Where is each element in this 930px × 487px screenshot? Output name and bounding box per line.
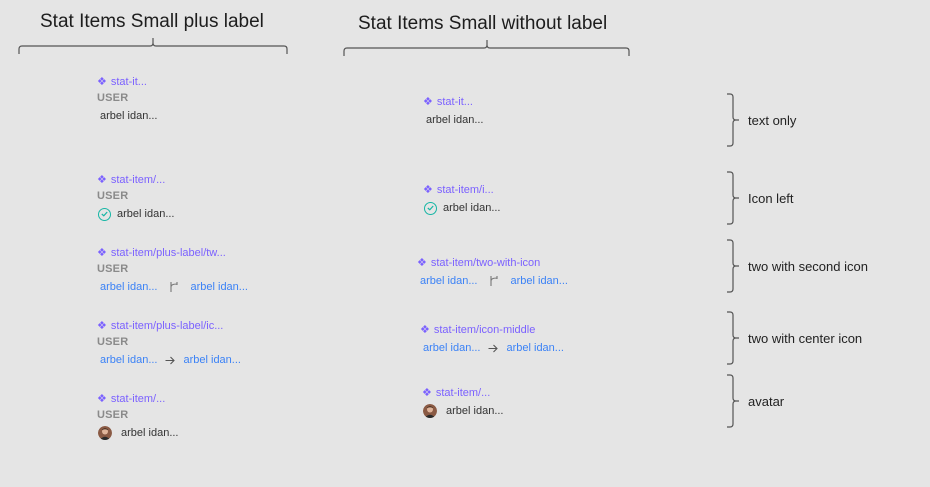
row-brace-two-with-center-icon: [727, 311, 739, 365]
stat-value-2[interactable]: arbel idan...: [510, 275, 568, 287]
stat-value: arbel idan...: [121, 427, 179, 439]
header-brace-left: [18, 38, 288, 54]
header-without-label: Stat Items Small without label: [358, 13, 608, 34]
row-brace-icon-left: [727, 171, 739, 225]
right-stat-item-two-with-icon[interactable]: ❖stat-item/two-with-icon arbel idan... a…: [417, 256, 568, 289]
row-brace-text-only: [727, 93, 739, 147]
row-brace-two-with-second-icon: [727, 239, 739, 293]
stat-value-1[interactable]: arbel idan...: [100, 354, 158, 366]
stat-value-1[interactable]: arbel idan...: [100, 281, 158, 293]
stat-label: USER: [97, 409, 129, 421]
component-icon: ❖: [97, 173, 107, 186]
avatar: [423, 404, 437, 418]
component-name: ❖stat-item/...: [97, 392, 166, 405]
row-label-text-only: text only: [748, 113, 797, 128]
arrow-right-icon: [486, 344, 500, 353]
arrow-right-icon: [163, 356, 177, 365]
component-name: ❖stat-item/...: [97, 173, 166, 186]
stat-value: arbel idan...: [426, 114, 484, 126]
left-stat-item-two-with-icon[interactable]: ❖stat-item/plus-label/tw... USER arbel i…: [97, 246, 248, 295]
right-stat-item-text-only[interactable]: ❖stat-it... arbel idan...: [423, 95, 483, 128]
component-icon: ❖: [417, 256, 427, 269]
component-name: ❖stat-item/plus-label/tw...: [97, 246, 226, 259]
row-brace-avatar: [727, 374, 739, 428]
stat-value: arbel idan...: [100, 110, 158, 122]
left-stat-item-avatar[interactable]: ❖stat-item/... USER arbel idan...: [97, 392, 178, 441]
component-icon: ❖: [97, 75, 107, 88]
stat-value: arbel idan...: [446, 405, 504, 417]
component-icon: ❖: [420, 323, 430, 336]
stat-value: arbel idan...: [443, 202, 501, 214]
stat-label: USER: [97, 263, 129, 275]
stat-value-2[interactable]: arbel idan...: [183, 354, 241, 366]
row-label-avatar: avatar: [748, 394, 785, 409]
branch-icon: [167, 281, 181, 293]
row-label-two-with-second-icon: two with second icon: [748, 259, 868, 274]
stat-label: USER: [97, 336, 129, 348]
check-circle-icon: [98, 207, 111, 221]
right-stat-item-icon-left[interactable]: ❖stat-item/i... arbel idan...: [423, 183, 500, 216]
stat-value-2[interactable]: arbel idan...: [506, 342, 564, 354]
component-icon: ❖: [423, 95, 433, 108]
component-icon: ❖: [423, 183, 433, 196]
component-name: ❖stat-item/two-with-icon: [417, 256, 541, 269]
header-brace-right: [343, 40, 630, 56]
left-stat-item-text-only[interactable]: ❖stat-it... USER arbel idan...: [97, 75, 157, 124]
stat-value-1[interactable]: arbel idan...: [420, 275, 478, 287]
right-stat-item-avatar[interactable]: ❖stat-item/... arbel idan...: [422, 386, 503, 419]
stat-label: USER: [97, 190, 129, 202]
row-label-icon-left: Icon left: [748, 191, 794, 206]
component-name: ❖stat-item/plus-label/ic...: [97, 319, 224, 332]
stat-value: arbel idan...: [117, 208, 175, 220]
header-plus-label: Stat Items Small plus label: [40, 11, 264, 32]
stat-value-2[interactable]: arbel idan...: [190, 281, 248, 293]
left-stat-item-icon-left[interactable]: ❖stat-item/... USER arbel idan...: [97, 173, 174, 222]
component-name: ❖stat-item/icon-middle: [420, 323, 536, 336]
component-name: ❖stat-item/...: [422, 386, 491, 399]
component-icon: ❖: [97, 392, 107, 405]
stat-label: USER: [97, 92, 129, 104]
check-circle-icon: [424, 201, 437, 215]
row-label-two-with-center-icon: two with center icon: [748, 331, 863, 346]
component-icon: ❖: [97, 246, 107, 259]
stat-value-1[interactable]: arbel idan...: [423, 342, 481, 354]
component-name: ❖stat-item/i...: [423, 183, 494, 196]
right-stat-item-icon-middle[interactable]: ❖stat-item/icon-middle arbel idan... arb…: [420, 323, 564, 356]
component-icon: ❖: [97, 319, 107, 332]
component-name: ❖stat-it...: [97, 75, 147, 88]
branch-icon: [487, 275, 501, 287]
avatar: [98, 426, 112, 440]
component-icon: ❖: [422, 386, 432, 399]
component-name: ❖stat-it...: [423, 95, 473, 108]
left-stat-item-icon-middle[interactable]: ❖stat-item/plus-label/ic... USER arbel i…: [97, 319, 241, 368]
